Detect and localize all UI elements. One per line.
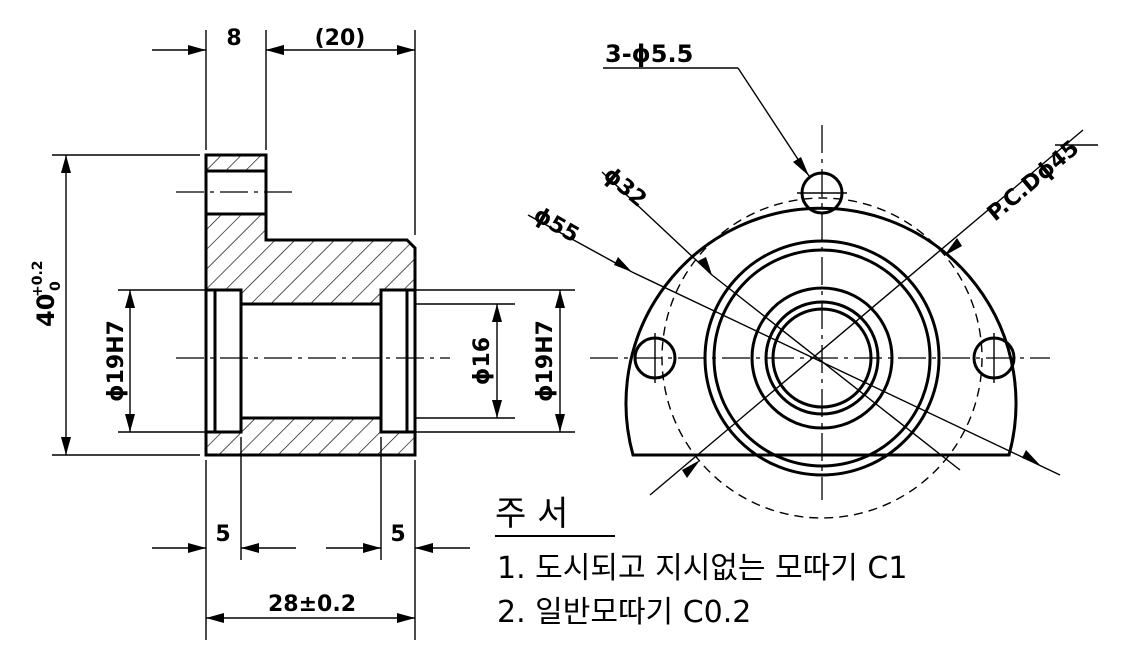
- hatch-flange-top: [206, 155, 266, 171]
- dim-recess-left: 5: [215, 522, 230, 547]
- outline-outer: [204, 153, 417, 457]
- notes-title: 주 서: [495, 494, 568, 534]
- dim-bore-left: ϕ19H7: [104, 320, 129, 402]
- notes-line-2: 2. 일반모따기 C0.2: [497, 595, 751, 630]
- dim-hub-length-ref: (20): [315, 26, 366, 51]
- dim-recess-right: 5: [390, 522, 405, 547]
- bore-upper: [206, 288, 415, 306]
- section-view: 8 (20) 40 +0.2 0 ϕ19H7 ϕ16 ϕ19H7: [30, 26, 575, 640]
- dim-flange-thickness: 8: [226, 26, 241, 51]
- dim-overall-length: 28±0.2: [268, 592, 356, 617]
- dim-dia-32: ϕ32: [598, 162, 651, 212]
- dim-outer-height-tol-upper: +0.2: [30, 260, 46, 297]
- bore-lower: [206, 416, 415, 434]
- hatch-body-upper: [206, 214, 415, 304]
- front-view: 3-ϕ5.5 P.C.Dϕ45 ϕ32 ϕ55: [527, 40, 1098, 519]
- hatch-body-lower: [206, 418, 415, 455]
- dim-outer-height-tol-lower: 0: [48, 281, 64, 291]
- notes-block: 주 서 1. 도시되고 지시없는 모따기 C1 2. 일반모따기 C0.2: [495, 494, 907, 630]
- dim-pcd: P.C.Dϕ45: [983, 136, 1084, 227]
- dim-bore-right: ϕ19H7: [533, 320, 558, 402]
- dim-bore-center: ϕ16: [470, 337, 495, 385]
- outer-profile: [624, 206, 1018, 457]
- dim-holes: 3-ϕ5.5: [605, 40, 693, 68]
- dim-outer-height: 40 +0.2 0: [30, 260, 64, 327]
- notes-line-1: 1. 도시되고 지시없는 모따기 C1: [497, 551, 907, 586]
- dim-outer-height-base: 40: [32, 294, 60, 327]
